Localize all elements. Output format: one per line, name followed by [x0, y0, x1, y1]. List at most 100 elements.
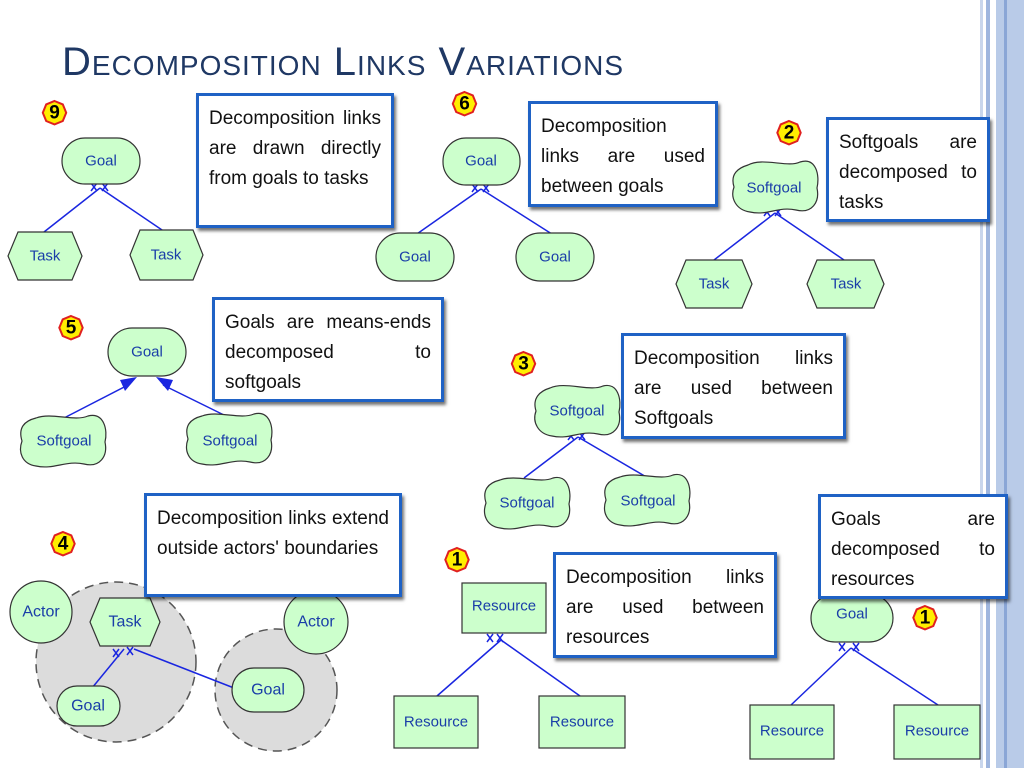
task-node: Task [89, 597, 161, 647]
decomposition-link [413, 188, 482, 237]
svg-text:Softgoal: Softgoal [202, 433, 257, 450]
resource-node: Resource [393, 695, 479, 749]
svg-text:1: 1 [452, 550, 463, 571]
svg-text:Softgoal: Softgoal [499, 495, 554, 512]
note-means-ends: Goals are means-ends decomposed to softg… [212, 297, 444, 402]
resource-node: Resource [893, 704, 981, 760]
svg-text:Goal: Goal [71, 698, 105, 715]
group-4: 4 Actor Actor Task Goal Goal [9, 530, 349, 752]
svg-text:Goal: Goal [251, 682, 285, 699]
task-node: Task [129, 229, 204, 281]
softgoal-node: Softgoal [534, 384, 621, 438]
task-node: Task [806, 259, 885, 309]
decomposition-link [577, 436, 649, 479]
note-outside-actors: Decomposition links extend outside actor… [144, 493, 402, 597]
svg-text:Task: Task [151, 247, 182, 264]
svg-text:Goal: Goal [85, 153, 117, 170]
decomposition-link [713, 212, 776, 261]
goal-node: Goal [61, 137, 141, 185]
svg-text:9: 9 [49, 103, 60, 124]
link-marker [496, 633, 504, 643]
link-marker [112, 648, 120, 658]
svg-text:Softgoal: Softgoal [36, 433, 91, 450]
note-goals-to-resources: Goals are decomposed to resources [818, 494, 1008, 599]
task-node: Task [7, 231, 83, 281]
svg-text:Task: Task [831, 276, 862, 293]
right-border-stripe-4 [1004, 0, 1007, 768]
group-9: 9 Goal Task Task [7, 99, 204, 281]
goal-node: Goal [56, 685, 121, 727]
note-between-goals: Decomposition links are used between goa… [528, 101, 718, 207]
svg-text:Goal: Goal [836, 606, 868, 623]
decomposition-link [790, 647, 852, 706]
group-1-goal-resources: Goal Resource Resource 1 [749, 593, 981, 760]
goal-node: Goal [442, 137, 521, 186]
svg-text:Actor: Actor [297, 614, 335, 631]
group-3: 3 Softgoal Softgoal Softgoal [483, 350, 691, 530]
softgoal-node: Softgoal [732, 160, 819, 214]
svg-text:1: 1 [920, 608, 931, 629]
actor-node: Actor [9, 580, 73, 644]
badge-6: 6 [451, 90, 478, 117]
decomposition-link [480, 188, 556, 237]
slide-title: Decomposition Links Variations [62, 40, 625, 84]
svg-text:Softgoal: Softgoal [620, 493, 675, 510]
decomposition-link [523, 436, 579, 479]
decomposition-link [133, 648, 235, 689]
softgoal-node: Softgoal [603, 473, 691, 527]
badge-4: 4 [50, 530, 76, 557]
svg-text:Actor: Actor [22, 604, 60, 621]
svg-text:2: 2 [784, 123, 795, 144]
svg-text:Resource: Resource [404, 714, 468, 731]
resource-node: Resource [538, 695, 626, 749]
right-border-stripe-2 [986, 0, 990, 768]
svg-text:Goal: Goal [399, 249, 431, 266]
badge-1: 1 [444, 546, 470, 573]
badge-1: 1 [912, 604, 938, 631]
decomposition-link [850, 647, 939, 706]
decomposition-link [43, 187, 101, 233]
note-goals-to-tasks: Decomposition links are drawn directly f… [196, 93, 394, 228]
means-ends-arrowhead [156, 377, 173, 391]
link-marker [852, 642, 860, 652]
task-node: Task [675, 259, 753, 309]
svg-text:Goal: Goal [539, 249, 571, 266]
badge-5: 5 [58, 314, 84, 341]
right-border-stripe-3 [996, 0, 1024, 768]
svg-text:3: 3 [518, 354, 529, 375]
decomposition-link [436, 639, 502, 697]
note-between-softgoals: Decomposition links are used between Sof… [621, 333, 846, 439]
svg-text:Softgoal: Softgoal [746, 180, 801, 197]
means-ends-link [162, 384, 231, 419]
softgoal-node: Softgoal [185, 412, 273, 466]
group-1-resources: 1 Resource Resource Resource [393, 546, 626, 749]
means-ends-arrowhead [120, 377, 137, 391]
note-between-resources: Decomposition links are used between res… [553, 552, 777, 658]
goal-node: Goal [375, 232, 455, 282]
svg-text:Resource: Resource [550, 714, 614, 731]
svg-text:Softgoal: Softgoal [549, 403, 604, 420]
group-5: 5 Goal Softgoal Softgoal [19, 314, 273, 468]
link-marker [486, 633, 494, 643]
badge-9: 9 [41, 99, 68, 126]
svg-text:Goal: Goal [131, 344, 163, 361]
svg-text:4: 4 [58, 534, 69, 555]
goal-node: Goal [810, 593, 894, 643]
goal-node: Goal [107, 327, 187, 377]
means-ends-link [63, 384, 129, 419]
svg-text:6: 6 [459, 94, 470, 115]
svg-text:Goal: Goal [465, 153, 497, 170]
link-marker [126, 646, 134, 656]
group-6: 6 Goal Goal Goal [375, 90, 595, 282]
goal-node: Goal [231, 667, 305, 713]
group-2: 2 Softgoal Task Task [675, 119, 885, 309]
note-softgoals-to-tasks: Softgoals are decomposed to tasks [826, 117, 990, 222]
softgoal-node: Softgoal [19, 414, 107, 468]
svg-text:Resource: Resource [760, 723, 824, 740]
decomposition-link [500, 639, 581, 697]
resource-node: Resource [461, 582, 547, 634]
svg-text:Task: Task [699, 276, 730, 293]
right-border-stripe-1 [980, 0, 983, 768]
svg-text:Resource: Resource [905, 723, 969, 740]
